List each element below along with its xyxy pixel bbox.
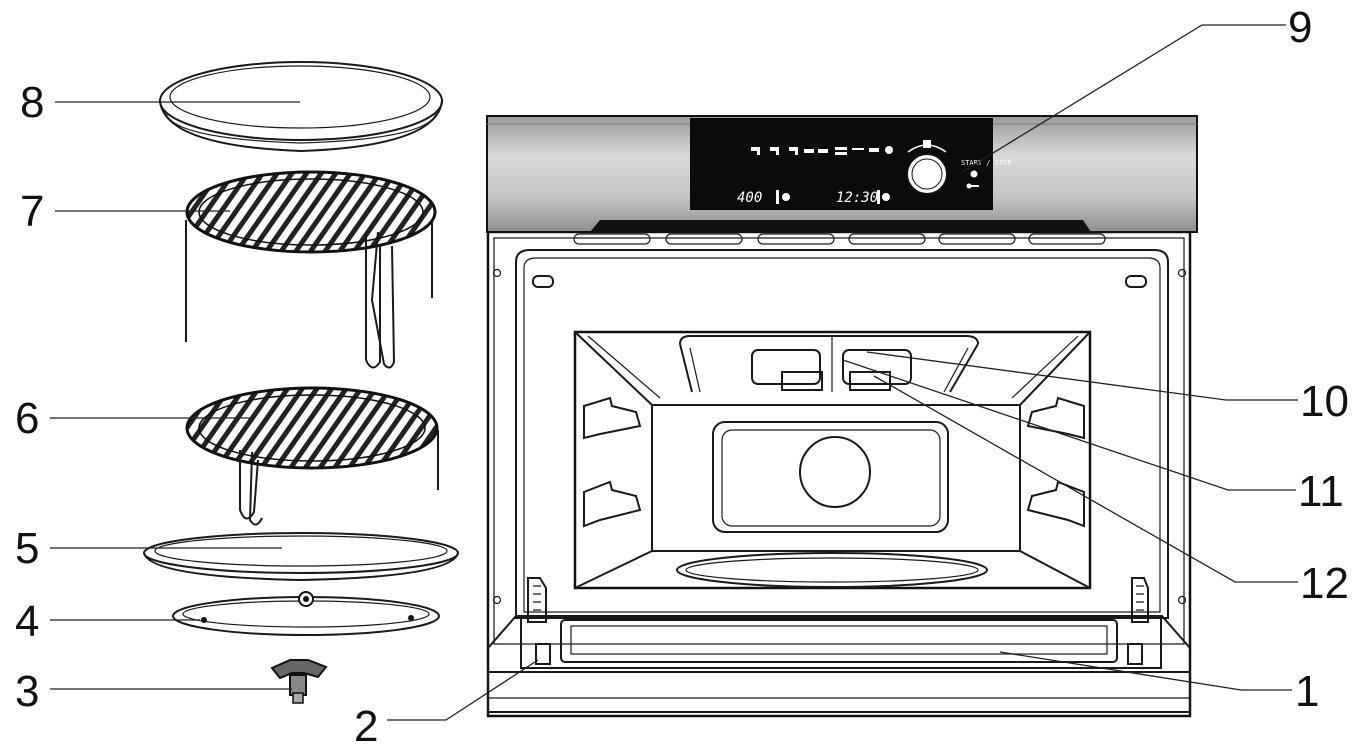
callout-8: 8 <box>20 78 44 127</box>
timer-icon <box>877 190 890 204</box>
oven-body <box>486 115 1198 718</box>
callout-5: 5 <box>15 524 39 573</box>
heating-element <box>679 331 979 393</box>
callout-7: 7 <box>20 187 44 236</box>
callout-1: 1 <box>1295 667 1319 716</box>
leader-lines <box>50 24 1298 721</box>
item-8-baking-tray <box>159 61 443 153</box>
item-4-roller-ring <box>172 591 440 636</box>
power-icon <box>776 190 790 204</box>
vent-slots <box>573 233 1106 245</box>
function-icons <box>751 146 893 155</box>
callout-12: 12 <box>1300 559 1349 608</box>
item-6-low-rack <box>185 386 439 526</box>
callout-2: 2 <box>354 702 378 751</box>
lock-icon <box>966 183 979 189</box>
callout-3: 3 <box>15 667 39 716</box>
start-stop-button[interactable] <box>970 170 978 178</box>
item-7-high-rack <box>185 170 437 369</box>
control-panel-content: START / STOP 400 12:30 <box>737 140 1012 206</box>
door-hinges <box>527 577 1149 623</box>
callout-10: 10 <box>1300 377 1349 426</box>
display-time: 12:30 <box>836 190 878 206</box>
item-3-coupler <box>270 659 328 704</box>
control-knob[interactable] <box>906 140 948 195</box>
start-stop-label: START / STOP <box>961 159 1012 167</box>
item-5-turntable-plate <box>143 532 459 582</box>
callout-9: 9 <box>1288 3 1312 52</box>
callout-6: 6 <box>15 394 39 443</box>
callout-4: 4 <box>15 597 39 646</box>
callout-labels: 8 7 6 5 4 3 2 9 10 11 12 1 <box>15 3 1349 751</box>
callout-11: 11 <box>1298 467 1344 516</box>
display-power: 400 <box>737 190 762 206</box>
